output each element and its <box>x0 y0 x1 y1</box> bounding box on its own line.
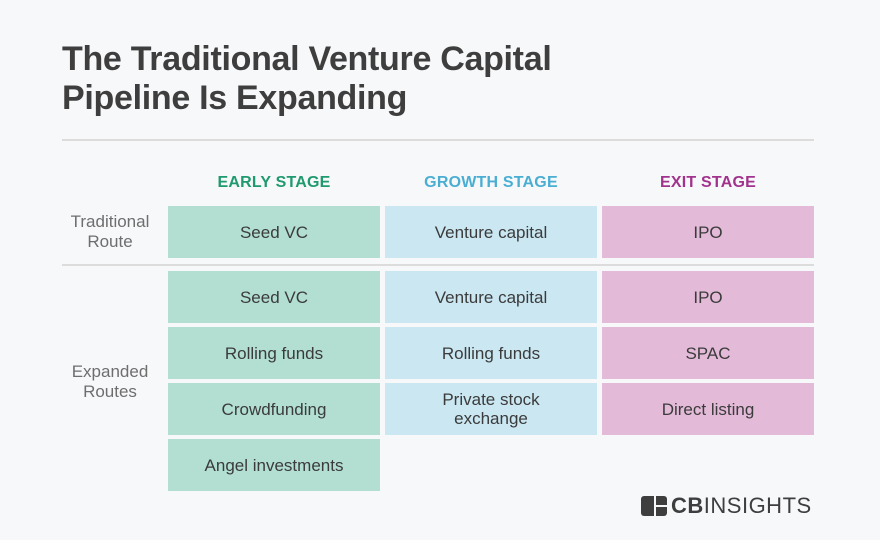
cell-expanded-growth-3: Private stock exchange <box>385 383 597 435</box>
row-label-line: Route <box>87 232 133 251</box>
column-header-early-stage: EARLY STAGE <box>217 174 331 191</box>
cell-expanded-growth-2: Rolling funds <box>385 327 597 379</box>
row-label-expanded-routes: Expanded Routes <box>62 362 158 402</box>
cell-traditional-early: Seed VC <box>168 206 380 258</box>
cell-expanded-growth-1: Venture capital <box>385 271 597 323</box>
cell-expanded-early-2: Rolling funds <box>168 327 380 379</box>
title-divider <box>62 139 814 141</box>
row-label-line: Traditional <box>70 212 150 231</box>
row-label-traditional-route: Traditional Route <box>62 212 158 252</box>
route-divider <box>62 264 814 266</box>
cell-expanded-early-3: Crowdfunding <box>168 383 380 435</box>
column-header-exit-stage: EXIT STAGE <box>660 174 756 191</box>
cell-expanded-exit-1: IPO <box>602 271 814 323</box>
column-header-growth-stage: GROWTH STAGE <box>424 174 558 191</box>
logo-wordmark-light: INSIGHTS <box>703 493 812 518</box>
row-label-line: Expanded <box>71 362 149 381</box>
cb-insights-logo: CBINSIGHTS <box>641 493 812 519</box>
cell-expanded-exit-2: SPAC <box>602 327 814 379</box>
cell-expanded-early-1: Seed VC <box>168 271 380 323</box>
logo-wordmark-bold: CB <box>671 493 704 518</box>
cb-insights-logo-mark-icon <box>641 496 667 516</box>
cell-expanded-early-4: Angel investments <box>168 439 380 491</box>
title-line-1: The Traditional Venture Capital <box>62 40 552 78</box>
logo-wordmark: CBINSIGHTS <box>671 493 812 519</box>
cell-traditional-growth: Venture capital <box>385 206 597 258</box>
cell-traditional-exit: IPO <box>602 206 814 258</box>
cell-expanded-exit-3: Direct listing <box>602 383 814 435</box>
page-title: The Traditional Venture Capital Pipeline… <box>62 40 762 118</box>
row-label-line: Routes <box>83 382 137 401</box>
title-line-2: Pipeline Is Expanding <box>62 79 408 117</box>
